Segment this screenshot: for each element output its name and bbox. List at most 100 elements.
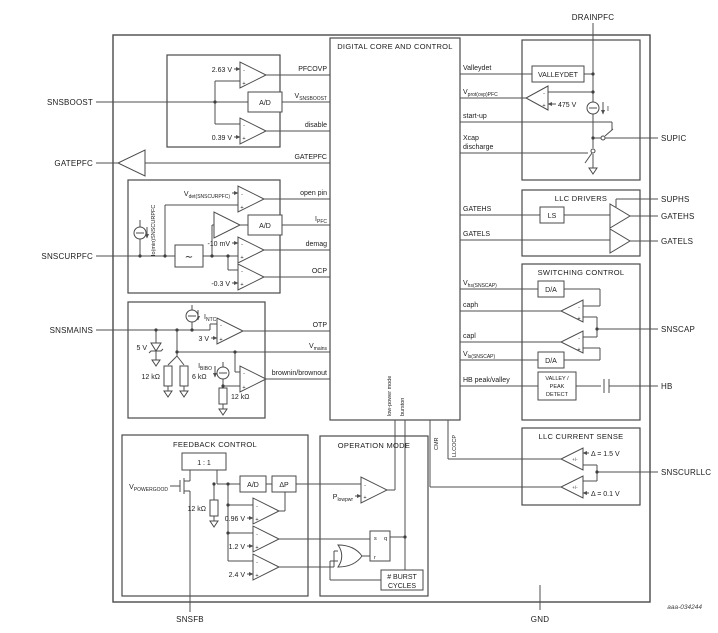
dac-hs-label: D/A — [545, 287, 557, 294]
filter-icon: ∼ — [185, 252, 193, 263]
svg-text:-: - — [243, 123, 245, 129]
svg-text:-: - — [220, 323, 222, 329]
sr-flipflop-box — [369, 530, 391, 562]
comparator-otp — [216, 317, 245, 345]
valleydet-label: VALLEYDET — [538, 72, 579, 79]
block-operation-mode — [319, 435, 429, 597]
adc-box-fb — [239, 475, 267, 493]
ref-2v63: 2.63 V — [212, 67, 233, 74]
figure-caption: aaa-034244 — [667, 604, 702, 611]
ground-icon — [588, 167, 598, 175]
label-12k: 12 kΩ — [142, 374, 160, 381]
llccurrentsense-title: LLC CURRENT SENSE — [539, 432, 624, 441]
comparator-caph — [559, 299, 584, 323]
block-outlines — [121, 37, 641, 597]
adc-label: A/D — [247, 482, 259, 489]
valleydet-box — [531, 65, 585, 83]
ground-icon — [151, 359, 161, 367]
pin-gatehs: GATEHS — [661, 212, 695, 221]
filter-box — [174, 244, 204, 268]
block-llc-drivers — [521, 189, 641, 257]
label-5v-zener: 5 V — [136, 345, 147, 352]
label-plowpwr: Plowpwr — [333, 494, 354, 503]
svg-text:+: + — [255, 545, 258, 551]
sig-vmains: Vmains — [309, 343, 328, 352]
pin-snscurllc: SNSCURLLC — [661, 468, 711, 477]
or-gate — [337, 544, 363, 568]
pin-supic: SUPIC — [661, 134, 686, 143]
label-isrc-snscurpfc: Io(min)SNSCURPFC — [151, 205, 157, 256]
resistor-12k-mains — [163, 365, 173, 387]
comparator-cmr — [559, 475, 584, 499]
resistor-12k-bibo — [218, 387, 228, 405]
label-intc: INTC — [204, 314, 217, 323]
comparator-ocp — [237, 263, 266, 291]
ref-delta-0v1: Δ = 0.1 V — [591, 491, 620, 498]
adc-box-ipfc — [247, 214, 283, 236]
svg-text:+: + — [242, 136, 245, 142]
comparator-llcocp — [559, 447, 584, 471]
svg-text:+: + — [240, 282, 243, 288]
amplifier-ipfc — [213, 211, 242, 239]
burst-cycles-1: # BURST — [387, 574, 417, 581]
wiring — [96, 23, 658, 612]
sig-capl: capl — [463, 333, 476, 340]
ref-delta-1v5: Δ = 1.5 V — [591, 451, 620, 458]
label-12k-bibo: 12 kΩ — [231, 394, 249, 401]
sig-demag: demag — [306, 241, 328, 248]
dac-box-hs — [537, 280, 565, 298]
comparator-0v96 — [252, 497, 281, 525]
label-12k-fb: 12 kΩ — [188, 506, 206, 513]
current-source-ntc — [185, 309, 199, 323]
window-comp-sign: +/- — [572, 485, 578, 490]
sig-vsnsboost: VSNSBOOST — [295, 93, 327, 102]
comparator-2v4 — [252, 553, 281, 581]
block-feedback-control — [121, 434, 309, 597]
svg-text:+: + — [577, 316, 580, 322]
ref-minus10mv: -10 mV — [207, 241, 230, 248]
ref-minus0v3: -0.3 V — [211, 281, 230, 288]
comparator-1v2 — [252, 525, 281, 553]
sig-otp: OTP — [313, 322, 328, 329]
comparator-brownout — [239, 365, 268, 393]
svg-text:+: + — [219, 337, 222, 343]
label-i-source: I — [607, 106, 609, 113]
driver-gatehs — [609, 203, 631, 229]
resistor-12k-fb — [209, 499, 219, 517]
sig-xcap-1: Xcap — [463, 135, 479, 142]
sig-ipfc: IPFC — [315, 216, 327, 225]
resistor-6k-mains — [179, 365, 189, 387]
ls-label: LS — [548, 213, 557, 220]
switchingcontrol-title: SWITCHING CONTROL — [538, 268, 625, 277]
comparator-ovp-475v — [524, 85, 549, 111]
svg-text:+: + — [363, 495, 366, 501]
core-title: DIGITAL CORE AND CONTROL — [337, 42, 453, 51]
svg-text:-: - — [578, 336, 580, 342]
pin-gatepfc: GATEPFC — [54, 159, 93, 168]
ref-0v39: 0.39 V — [212, 135, 233, 142]
block-snsmains — [127, 301, 266, 419]
pin-suphs: SUPHS — [661, 195, 690, 204]
pin-snsboost: SNSBOOST — [47, 98, 93, 107]
feedback-title: FEEDBACK CONTROL — [173, 440, 257, 449]
pin-gatels: GATELS — [661, 237, 693, 246]
symbols — [116, 61, 631, 581]
llcdrivers-title: LLC DRIVERS — [555, 194, 607, 203]
pin-snsfb: SNSFB — [176, 615, 204, 624]
sig-gatepfc: GATEPFC — [294, 154, 327, 161]
sig-brownout: brownin/brownout — [272, 370, 327, 377]
valley-peak-detect-box — [537, 371, 577, 401]
zener-5v — [148, 342, 164, 354]
svg-text:+: + — [240, 255, 243, 261]
ground-icon — [209, 520, 219, 528]
adc-label: A/D — [259, 100, 271, 107]
svg-text:-: - — [543, 91, 545, 97]
sig-valleydet: Valleydet — [463, 65, 491, 72]
sig-llcocp: LLCOCP — [452, 435, 458, 457]
comparator-demag — [237, 236, 266, 264]
ref-1v2: 1.2 V — [229, 544, 246, 551]
ground-icon — [179, 390, 189, 398]
comparator-signs: -+ -+ -+ -+ -+ -+ -+ -+ -+ -+ -+ -+ -+ -… — [219, 68, 580, 579]
